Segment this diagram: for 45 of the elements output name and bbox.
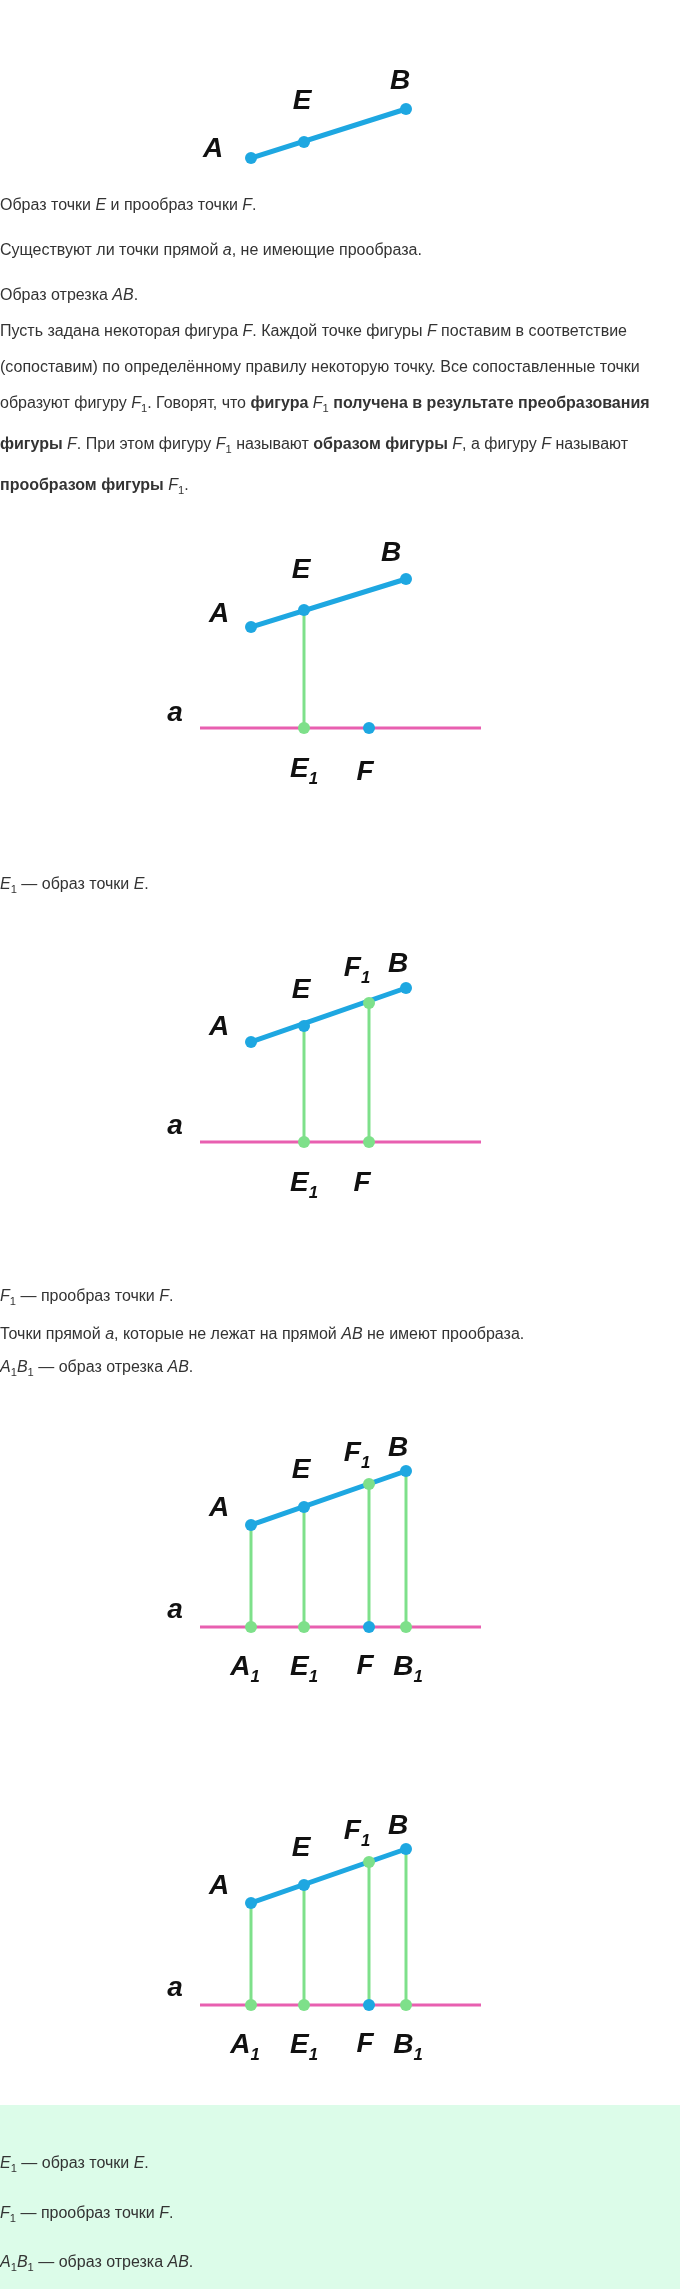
point-label: E (291, 1455, 311, 1483)
text-paragraph: A$_{1}$B$_{1}$ — образ отрезка AB. (0, 2252, 195, 2276)
point-label: B (387, 1433, 409, 1461)
point-label: E$_{1}$ (290, 754, 318, 788)
point-label: B$_{1}$ (393, 1652, 423, 1686)
line-label: a (167, 1111, 183, 1139)
text-paragraph: E$_{1}$ — образ точки E. (0, 2153, 150, 2177)
point-label: E$_{1}$ (290, 2030, 318, 2064)
point-label: A (208, 1012, 230, 1040)
line-label: a (167, 1973, 183, 2001)
point-label: B (387, 949, 409, 977)
text-paragraph: A$_{1}$B$_{1}$ — образ отрезка AB. (0, 1357, 195, 1381)
point-label: A (202, 134, 224, 162)
point-label: A (208, 1493, 230, 1521)
text-paragraph: Образ отрезка AB. (0, 285, 140, 305)
text-paragraph: F$_{1}$ — прообраз точки F. (0, 2203, 175, 2227)
text-paragraph: Точки прямой a, которые не лежат на прямой AB не имеют прообраза. (0, 1324, 526, 1344)
point-label: F (356, 1651, 374, 1679)
point-label: A$_{1}$ (230, 1652, 260, 1686)
point-label: B$_{1}$ (393, 2030, 423, 2064)
point-label: E (292, 86, 312, 114)
point-label: F (356, 757, 374, 785)
text-paragraph: E$_{1}$ — образ точки E. (0, 874, 150, 898)
point-label: A (208, 599, 230, 627)
point-label: B (389, 66, 411, 94)
text-paragraph: Пусть задана некоторая фигура F. Каждой точке фигуры F поставим в соответствие (сопоставим) по определённому правилу некоторую точку. Все сопоставленные точки образуют фигуру F$_{1}$. Говорят, что фигура F$_{1}$ получена в результате преобразования фигуры F. При этом фигуру F$_{1}$ называют образом фигуры F, а фигуру F называют прообразом фигуры F$_{1}$. (0, 321, 651, 499)
point-label: E$_{1}$ (290, 1652, 318, 1686)
point-label: A (208, 1871, 230, 1899)
point-label: E (291, 555, 311, 583)
point-label: A$_{1}$ (230, 2030, 260, 2064)
text-paragraph: Существуют ли точки прямой a, не имеющие прообраза. (0, 240, 423, 260)
point-label: E$_{1}$ (290, 1168, 318, 1202)
text-paragraph: F$_{1}$ — прообраз точки F. (0, 1286, 175, 1310)
point-label: E (291, 975, 311, 1003)
point-label: F$_{1}$ (343, 1438, 371, 1472)
point-label: F$_{1}$ (343, 953, 371, 987)
point-label: F (356, 2029, 374, 2057)
line-label: a (167, 698, 183, 726)
text-paragraph: Образ точки E и прообраз точки F. (0, 195, 258, 215)
line-label: a (167, 1595, 183, 1623)
point-label: F (353, 1168, 371, 1196)
point-label: E (291, 1833, 311, 1861)
point-label: B (387, 1811, 409, 1839)
point-label: F$_{1}$ (343, 1816, 371, 1850)
point-label: B (380, 538, 402, 566)
